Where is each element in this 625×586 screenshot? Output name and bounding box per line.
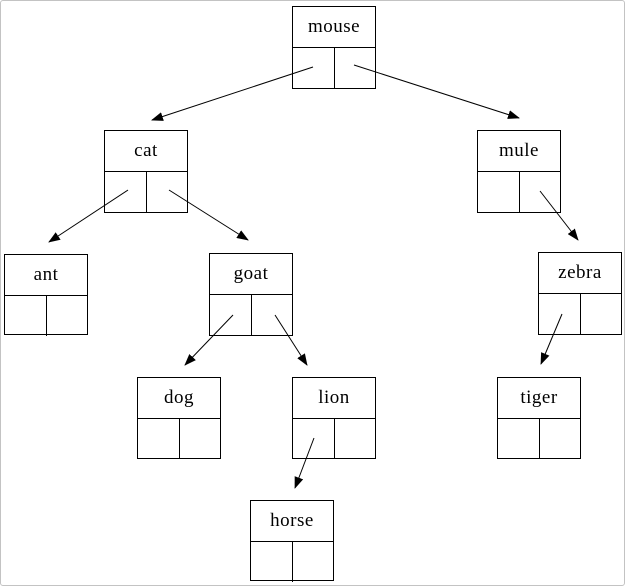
node-label: lion bbox=[293, 378, 375, 419]
right-pointer-cell bbox=[252, 295, 293, 335]
left-pointer-cell bbox=[498, 419, 540, 459]
tree-node-goat: goat bbox=[209, 253, 293, 336]
pointer-cells bbox=[251, 542, 333, 582]
pointer-cells bbox=[293, 419, 375, 459]
node-label: tiger bbox=[498, 378, 580, 419]
node-label: goat bbox=[210, 254, 292, 295]
tree-node-zebra: zebra bbox=[538, 252, 622, 335]
left-pointer-cell bbox=[539, 294, 581, 334]
pointer-cells bbox=[539, 294, 621, 334]
right-pointer-cell bbox=[335, 48, 376, 88]
right-pointer-cell bbox=[293, 542, 334, 582]
tree-node-dog: dog bbox=[137, 377, 221, 459]
right-pointer-cell bbox=[581, 294, 622, 334]
left-pointer-cell bbox=[138, 419, 180, 459]
tree-node-mule: mule bbox=[477, 130, 561, 213]
node-label: cat bbox=[105, 131, 187, 172]
tree-node-cat: cat bbox=[104, 130, 188, 213]
node-label: mouse bbox=[293, 7, 375, 48]
pointer-cells bbox=[498, 419, 580, 459]
tree-node-horse: horse bbox=[250, 500, 334, 582]
left-pointer-cell bbox=[478, 172, 520, 212]
left-pointer-cell bbox=[293, 48, 335, 88]
pointer-cells bbox=[293, 48, 375, 88]
node-label: ant bbox=[5, 255, 87, 296]
pointer-cells bbox=[210, 295, 292, 335]
edge-mouse-right-mule bbox=[353, 64, 520, 119]
left-pointer-cell bbox=[293, 419, 335, 459]
tree-node-lion: lion bbox=[292, 377, 376, 459]
right-pointer-cell bbox=[180, 419, 221, 459]
left-pointer-cell bbox=[210, 295, 252, 335]
right-pointer-cell bbox=[47, 296, 88, 336]
right-pointer-cell bbox=[335, 419, 376, 459]
left-pointer-cell bbox=[251, 542, 293, 582]
node-label: dog bbox=[138, 378, 220, 419]
tree-node-mouse: mouse bbox=[292, 6, 376, 89]
edge-mouse-left-cat bbox=[151, 66, 314, 121]
node-label: horse bbox=[251, 501, 333, 542]
pointer-cells bbox=[478, 172, 560, 212]
pointer-cells bbox=[105, 172, 187, 212]
right-pointer-cell bbox=[540, 419, 581, 459]
left-pointer-cell bbox=[5, 296, 47, 336]
left-pointer-cell bbox=[105, 172, 147, 212]
pointer-cells bbox=[5, 296, 87, 336]
right-pointer-cell bbox=[147, 172, 188, 212]
tree-node-ant: ant bbox=[4, 254, 88, 336]
node-label: mule bbox=[478, 131, 560, 172]
right-pointer-cell bbox=[520, 172, 561, 212]
tree-node-tiger: tiger bbox=[497, 377, 581, 459]
node-label: zebra bbox=[539, 253, 621, 294]
pointer-cells bbox=[138, 419, 220, 459]
